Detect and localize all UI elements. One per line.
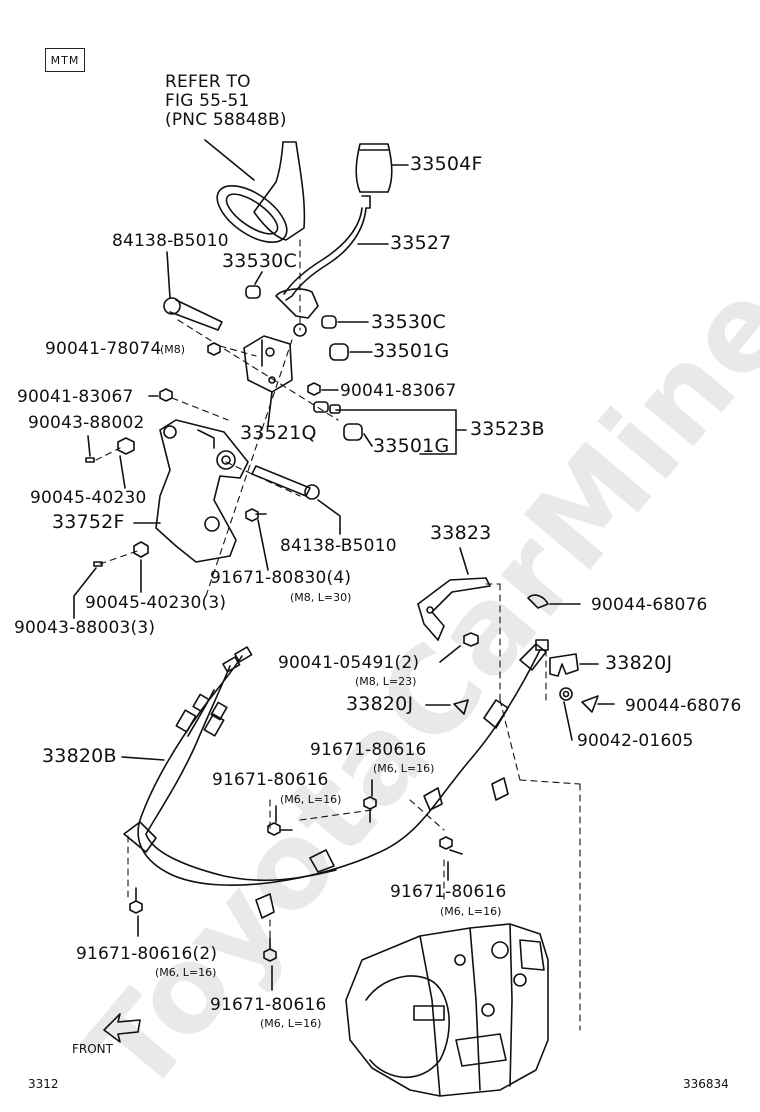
part-spec: (M6, L=16) — [373, 762, 435, 775]
pivot-pin-part — [163, 297, 223, 331]
part-label[interactable]: 33823 — [430, 522, 492, 544]
part-label[interactable]: 33820J — [346, 693, 414, 715]
part-label[interactable]: 91671-80616(2) — [76, 944, 218, 964]
part-label[interactable]: 91671-80616 — [310, 740, 427, 760]
bushing-part — [245, 285, 261, 299]
part-spec: (M8, L=23) — [355, 675, 417, 688]
part-label[interactable]: 33527 — [390, 232, 452, 254]
part-spec: (M6, L=16) — [440, 905, 502, 918]
part-label[interactable]: 84138-B5010 — [112, 231, 229, 251]
bolt-part — [129, 796, 463, 962]
part-label[interactable]: 90044-68076 — [625, 696, 742, 716]
leader-line — [204, 139, 255, 181]
part-label[interactable]: 90041-83067 — [340, 381, 457, 401]
part-label[interactable]: 84138-B5010 — [280, 536, 397, 556]
part-label[interactable]: 90044-68076 — [591, 595, 708, 615]
part-spec: (M6, L=16) — [260, 1017, 322, 1030]
transmission-part — [345, 923, 549, 1097]
lever-bracket-part — [243, 335, 293, 393]
part-label[interactable]: 91671-80616 — [390, 882, 507, 902]
diagram-id: 336834 — [683, 1077, 729, 1091]
shift-knob-part — [355, 143, 393, 193]
shift-base-bracket-part — [155, 419, 249, 563]
part-label[interactable]: 90043-88002 — [28, 413, 145, 433]
part-spec: (M8) — [160, 343, 186, 356]
shift-lever-part — [275, 195, 371, 337]
part-label[interactable]: 33501G — [373, 340, 450, 362]
part-label[interactable]: 33820J — [605, 652, 673, 674]
part-label[interactable]: 33521Q — [240, 422, 317, 444]
part-label[interactable]: 33501G — [373, 435, 450, 457]
refer-note-line-3: (PNC 58848B) — [165, 110, 287, 130]
cable-bracket-part — [417, 577, 491, 641]
shift-cable-assembly — [123, 639, 549, 919]
refer-note-line-2: FIG 55-51 — [165, 91, 250, 111]
assembly-guide-lines — [95, 239, 581, 1031]
shift-boot-part — [216, 141, 306, 243]
part-label[interactable]: 91671-80616 — [212, 770, 329, 790]
part-label[interactable]: 90045-40230(3) — [85, 593, 227, 613]
refer-note-line-1: REFER TO — [165, 72, 251, 92]
cable-clip-part — [549, 653, 579, 677]
pivot-pin-part — [251, 465, 320, 500]
part-label[interactable]: 90042-01605 — [577, 731, 694, 751]
part-spec: (M6, L=16) — [280, 793, 342, 806]
front-arrow-icon — [103, 1013, 141, 1043]
part-label[interactable]: 91671-80616 — [210, 995, 327, 1015]
part-label[interactable]: 33820B — [42, 745, 117, 767]
part-label[interactable]: 90041-78074 — [45, 339, 162, 359]
model-badge: MTM — [45, 48, 85, 72]
bolt-part — [245, 508, 267, 522]
part-label[interactable]: 91671-80830(4) — [210, 568, 352, 588]
part-label[interactable]: 90041-83067 — [17, 387, 134, 407]
nut-part — [207, 342, 221, 356]
part-spec: (M6, L=16) — [155, 966, 217, 979]
part-label[interactable]: 33530C — [371, 311, 446, 333]
part-label[interactable]: 90045-40230 — [30, 488, 147, 508]
part-label[interactable]: 33752F — [52, 511, 125, 533]
part-label[interactable]: 90043-88003(3) — [14, 618, 156, 638]
selector-rod-part — [313, 401, 363, 441]
part-label[interactable]: 33530C — [222, 250, 297, 272]
front-label: FRONT — [72, 1042, 113, 1056]
part-spec: (M8, L=30) — [290, 591, 352, 604]
part-label[interactable]: 90041-05491(2) — [278, 653, 420, 673]
part-label[interactable]: 33523B — [470, 418, 545, 440]
part-label[interactable]: 33504F — [410, 153, 483, 175]
figure-number: 3312 — [28, 1077, 59, 1091]
